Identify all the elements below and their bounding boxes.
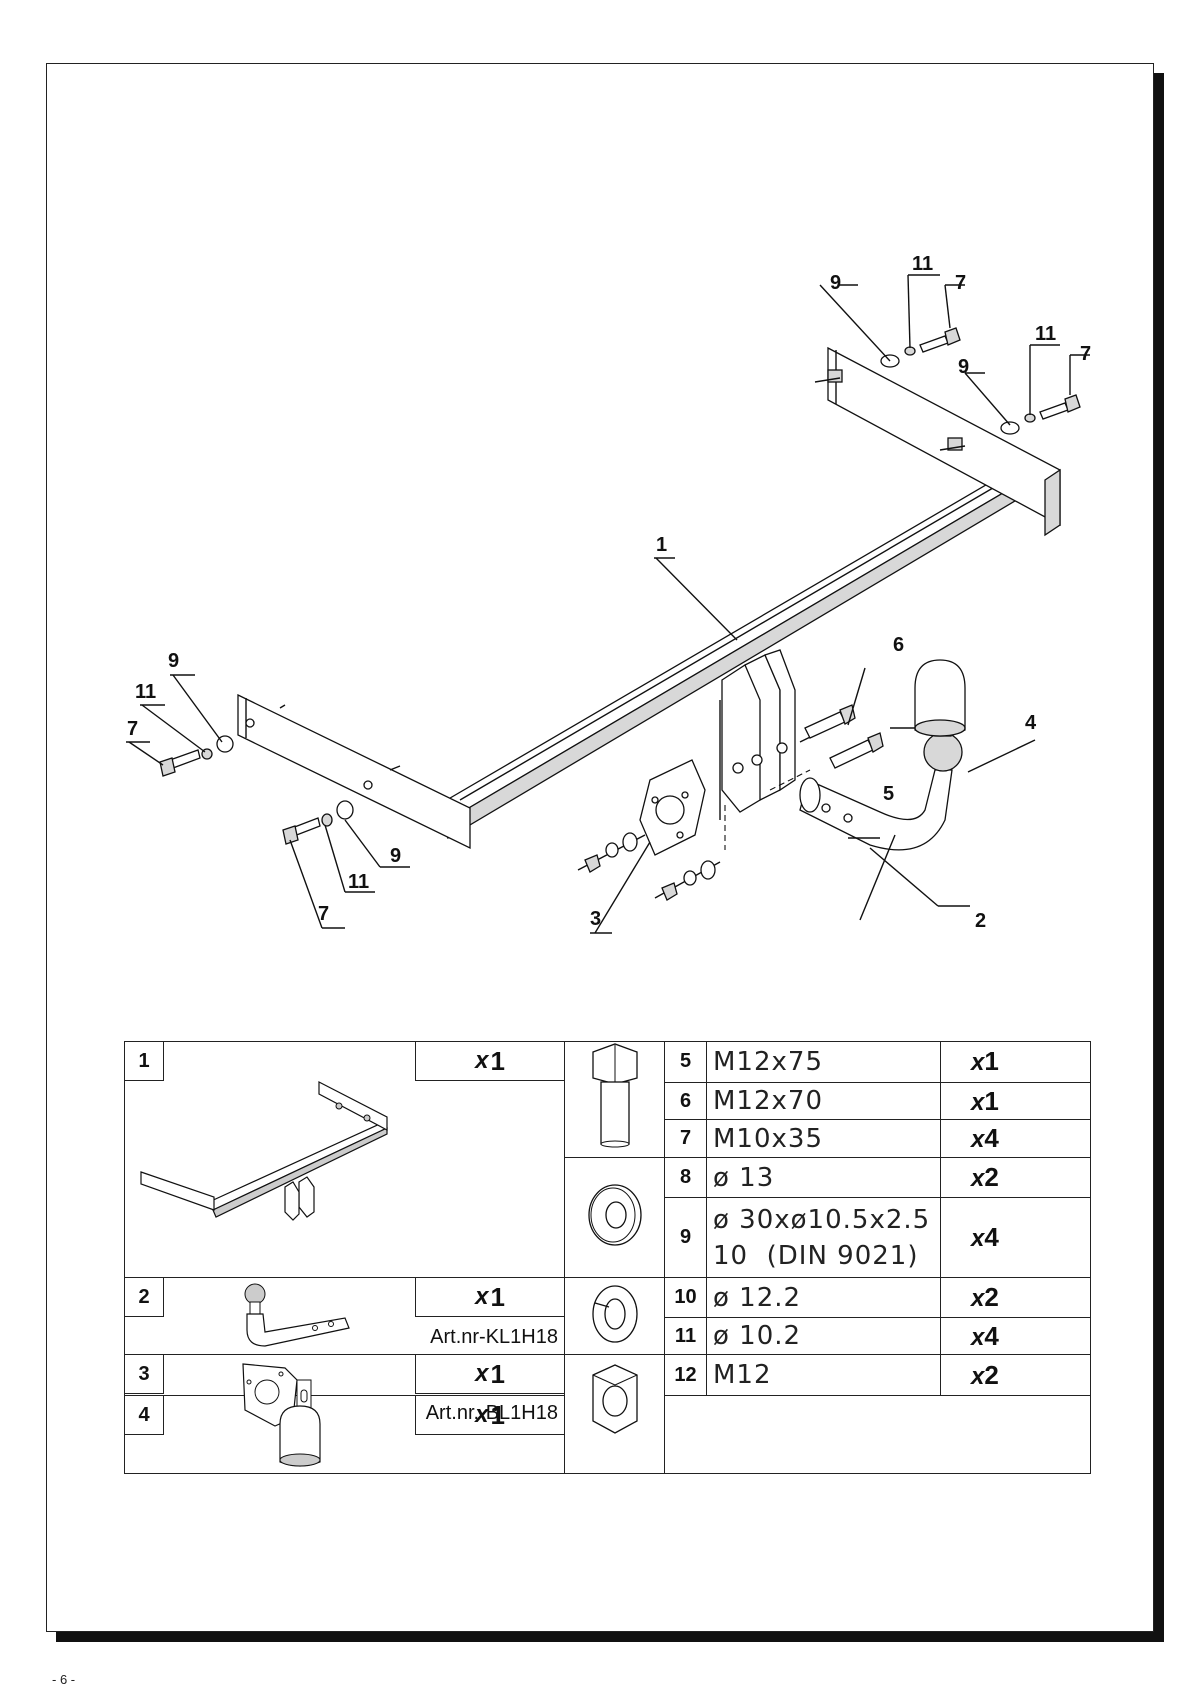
callout-7-b: 7: [1080, 343, 1091, 365]
part-9-description: ø 30xø10.5x2.5 10 (DIN 9021): [706, 1197, 941, 1278]
crossbar-beam: [431, 467, 1026, 840]
part-7-quantity: x4: [940, 1119, 1091, 1158]
callout-9-b: 9: [958, 356, 969, 378]
part-10-quantity: x2: [940, 1277, 1091, 1318]
right-top-fasteners: [880, 327, 1081, 435]
callout-2: 2: [975, 910, 986, 932]
part-6-quantity: x1: [940, 1081, 1091, 1121]
callout-1: 1: [656, 534, 667, 556]
callout-9-d: 9: [390, 845, 401, 867]
part-10-number: 10: [664, 1277, 707, 1318]
part-7-description: M10x35: [706, 1119, 941, 1158]
callout-leaders: [126, 274, 1090, 934]
spring-washer-icon-cell: [564, 1277, 665, 1355]
callout-7-a: 7: [955, 272, 966, 294]
callout-11-b: 11: [1035, 323, 1056, 345]
tow-ball-thumbnail: [244, 1283, 350, 1347]
part-2-number: 2: [125, 1278, 164, 1317]
socket-fasteners: [577, 832, 721, 901]
part-8-quantity: x2: [940, 1157, 1091, 1198]
empty-cell: [664, 1395, 1091, 1474]
bolt-icon-cell: [564, 1041, 665, 1158]
part-12-quantity: x2: [940, 1354, 1091, 1396]
part-11-description: ø 10.2: [706, 1317, 941, 1355]
crossbar-thumbnail: [140, 1081, 388, 1221]
center-mounting-plates: [719, 649, 811, 820]
nut-icon-cell: [564, 1354, 665, 1474]
part-6-description: M12x70: [706, 1081, 941, 1121]
right-side-bracket: [814, 346, 1061, 537]
part-6-number: 6: [664, 1081, 707, 1121]
callout-5: 5: [883, 783, 894, 805]
part-3-number: 3: [125, 1355, 164, 1394]
part-8-number: 8: [664, 1157, 707, 1198]
washer-icon: [587, 1184, 642, 1246]
nut-icon: [591, 1364, 638, 1434]
part-5-number: 5: [664, 1041, 707, 1083]
socket-plate: [639, 759, 726, 856]
part-5-quantity: x1: [940, 1041, 1091, 1083]
tow-ball-neck: [799, 719, 963, 851]
left-fasteners: [159, 735, 354, 845]
page-number: - 6 -: [52, 1672, 76, 1687]
part-9-description-line1: ø 30xø10.5x2.5: [713, 1204, 931, 1235]
callout-11-a: 11: [912, 253, 933, 275]
callout-7-d: 7: [318, 903, 329, 925]
part-5-description: M12x75: [706, 1041, 941, 1083]
part-12-number: 12: [664, 1354, 707, 1396]
ball-cap-thumbnail: [279, 1405, 321, 1467]
callout-11-c: 11: [135, 681, 156, 703]
part-4-number: 4: [125, 1396, 164, 1435]
callout-3: 3: [590, 908, 601, 930]
part-1-number: 1: [125, 1042, 164, 1081]
callout-11-d: 11: [348, 871, 369, 893]
part-7-number: 7: [664, 1119, 707, 1158]
part-2-article-number: Art.nr-KL1H18: [430, 1326, 558, 1348]
part-8-description: ø 13: [706, 1157, 941, 1198]
part-11-number: 11: [664, 1317, 707, 1355]
bolt-icon: [591, 1043, 638, 1148]
washer-icon-cell: [564, 1157, 665, 1278]
bolts-5-6: [799, 704, 884, 769]
spring-washer-icon: [591, 1284, 638, 1343]
part-9-quantity: x4: [940, 1197, 1091, 1278]
left-side-bracket: [237, 693, 471, 850]
part-10-description: ø 12.2: [706, 1277, 941, 1318]
part-11-quantity: x4: [940, 1317, 1091, 1355]
part-9-number: 9: [664, 1197, 707, 1278]
part-12-description: M12: [706, 1354, 941, 1396]
callout-6: 6: [893, 634, 904, 656]
callout-4: 4: [1025, 712, 1037, 734]
assembly-drawing: 1 2 3 4 5 6 7 7 7 7 9 9 9 9 11 11 11 11: [46, 63, 1154, 943]
callout-9-c: 9: [168, 650, 179, 672]
callout-9-a: 9: [830, 272, 841, 294]
callout-7-c: 7: [127, 718, 138, 740]
part-9-description-line2: 10 (DIN 9021): [713, 1240, 919, 1271]
ball-cap: [914, 659, 966, 737]
